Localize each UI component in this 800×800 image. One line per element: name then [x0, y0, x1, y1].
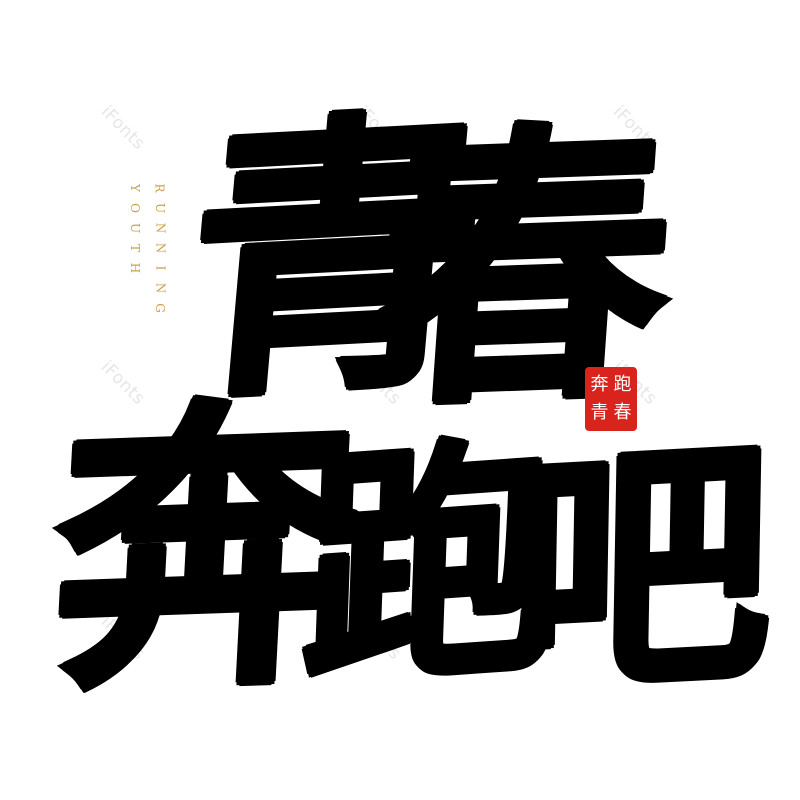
seal-char: 青: [590, 402, 609, 423]
watermark: iFonts: [96, 101, 149, 155]
seal-char: 春: [613, 402, 632, 423]
tagline-letter: O: [128, 203, 142, 213]
tagline-letter: N: [153, 282, 167, 294]
tagline-letter: U: [153, 202, 167, 214]
tagline-letter: Y: [127, 184, 142, 192]
tagline-letter: T: [127, 243, 142, 253]
tagline-letter: R: [152, 183, 167, 193]
red-seal-stamp: 奔 跑 青 春: [585, 367, 637, 431]
tagline-letter: H: [128, 262, 142, 274]
title-char-ba: 吧: [504, 407, 776, 731]
tagline-letter: U: [128, 222, 142, 234]
tagline-letter: N: [153, 222, 167, 234]
seal-char: 跑: [613, 374, 632, 395]
tagline-letter: N: [153, 242, 167, 254]
tagline-letter: G: [153, 303, 167, 313]
tagline-letter: I: [153, 265, 167, 271]
seal-char: 奔: [590, 374, 609, 395]
